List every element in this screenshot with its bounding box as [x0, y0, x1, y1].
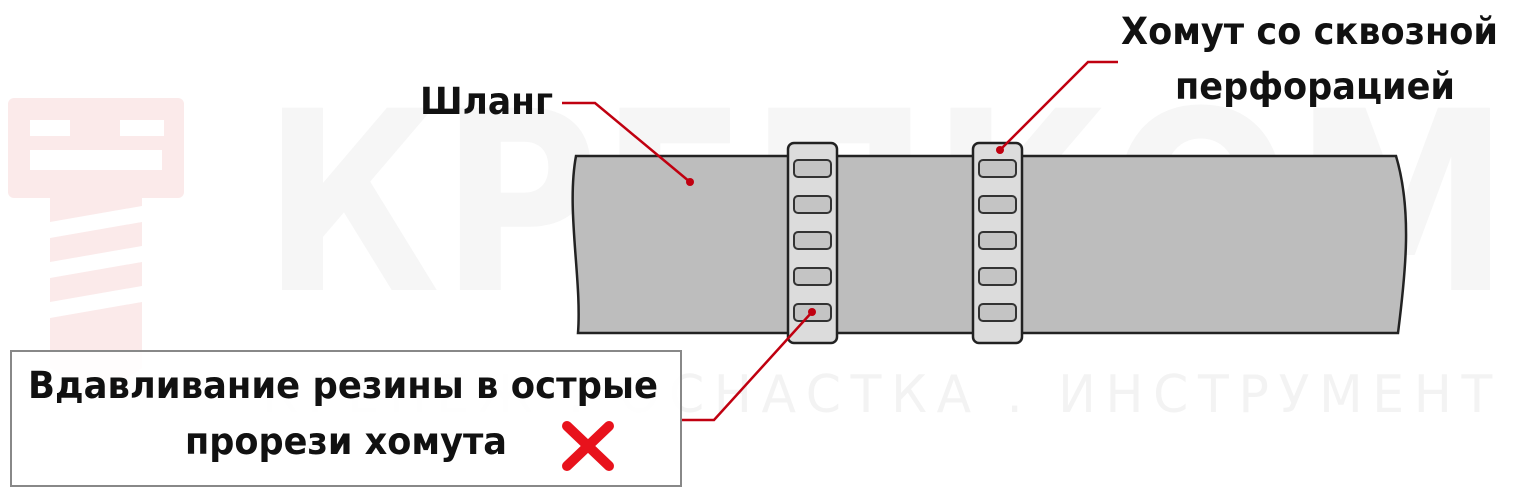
clamp-slot: [793, 195, 832, 214]
warning-leader-line: [682, 311, 813, 422]
clamp-label-line2: перфорацией: [1175, 65, 1455, 108]
clamp-label-line1: Хомут со сквозной: [1121, 10, 1498, 53]
clamp-slot: [793, 231, 832, 250]
clamp-right: [971, 141, 1024, 345]
hose-leader-dot: [686, 178, 694, 186]
clamp-slot: [978, 159, 1017, 178]
warning-text-line2: прорези хомута: [185, 420, 507, 463]
watermark-logo-threads: [30, 120, 164, 318]
clamp-leader-dot: [996, 146, 1004, 154]
warning-leader-dot: [808, 308, 816, 316]
clamp-slot: [793, 267, 832, 286]
clamp-left: [786, 141, 839, 345]
cross-icon: [562, 421, 614, 471]
hose-leader-line: [562, 101, 691, 183]
clamp-slot: [978, 303, 1017, 322]
clamp-slot: [978, 267, 1017, 286]
clamp-slot: [978, 231, 1017, 250]
warning-text-line1: Вдавливание резины в острые: [28, 364, 658, 407]
clamp-slot: [978, 195, 1017, 214]
clamp-leader-line: [999, 60, 1118, 151]
clamp-slot: [793, 159, 832, 178]
hose-label: Шланг: [420, 80, 553, 123]
